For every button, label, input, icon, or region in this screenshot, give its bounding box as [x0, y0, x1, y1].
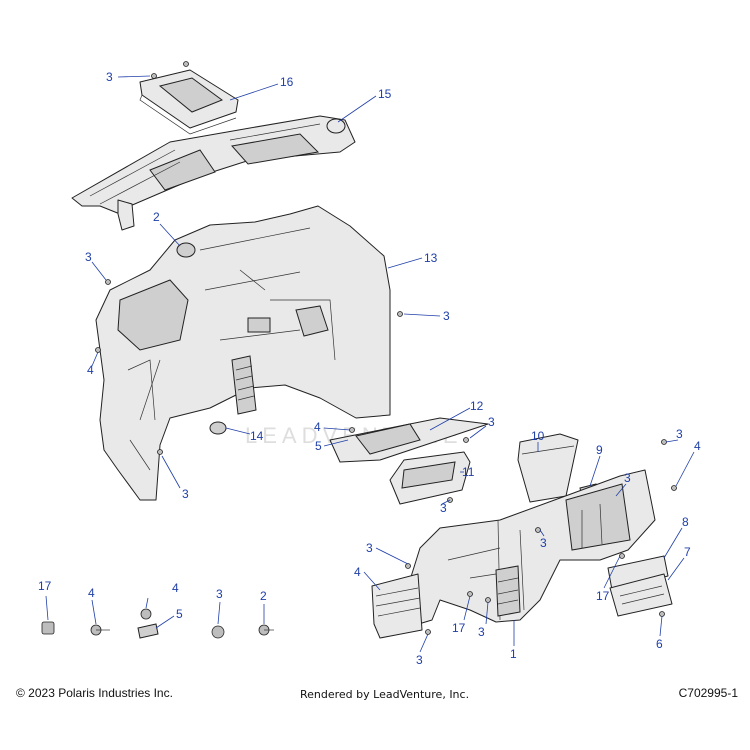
callout-17-right: 17 — [596, 589, 610, 603]
callout-3-left: 3 — [85, 250, 92, 264]
callout-3-mid-right: 3 — [488, 415, 495, 429]
part-10-storage-bin[interactable] — [517, 433, 579, 503]
callout-3-dash-low: 3 — [478, 625, 485, 639]
callout-8: 8 — [682, 515, 689, 529]
callout-3-bottom: 3 — [416, 653, 423, 667]
part-13-main-dash-panel[interactable] — [95, 205, 391, 501]
callout-10: 10 — [531, 429, 545, 443]
part-1-lower-dash-console[interactable] — [409, 469, 656, 627]
leader-lines — [45, 75, 695, 653]
callout-16: 16 — [280, 75, 294, 89]
part-15-upper-dash-rail[interactable] — [71, 115, 356, 231]
part-7-door-panel[interactable] — [609, 573, 673, 617]
part-12-lower-bracket[interactable] — [329, 417, 489, 463]
callout-3-dash-center: 3 — [540, 536, 547, 550]
callout-4-left: 4 — [87, 363, 94, 377]
callout-3-glovebox: 3 — [440, 501, 447, 515]
callout-3-legend: 3 — [216, 587, 223, 601]
callout-4-mid: 4 — [314, 420, 321, 434]
callout-4-far-right: 4 — [694, 439, 701, 453]
callout-4-legend: 4 — [88, 586, 95, 600]
diagram-code: C702995-1 — [678, 686, 738, 700]
callout-6: 6 — [656, 637, 663, 651]
callout-3-top-left: 3 — [106, 70, 113, 84]
callout-3-far-right: 3 — [676, 427, 683, 441]
legend-screw-4[interactable] — [90, 624, 110, 636]
part-4-side-bin[interactable] — [371, 573, 423, 639]
callout-12: 12 — [470, 399, 484, 413]
callout-1: 1 — [510, 647, 517, 661]
callout-3-right-upper: 3 — [443, 309, 450, 323]
part-8-door-frame[interactable] — [607, 555, 669, 591]
callout-17-legend: 17 — [38, 579, 52, 593]
callout-9: 9 — [596, 443, 603, 457]
callout-14: 14 — [250, 429, 264, 443]
callout-3-lower-left: 3 — [182, 487, 189, 501]
callout-4-legend-b: 4 — [172, 581, 179, 595]
legend-bolt-2[interactable] — [258, 624, 274, 636]
callout-4-dash-left: 4 — [354, 565, 361, 579]
part-16-top-cover[interactable] — [139, 69, 239, 135]
callout-5-mid: 5 — [315, 439, 322, 453]
callout-3-top-console: 3 — [624, 471, 631, 485]
part-14-grommet[interactable] — [209, 421, 227, 435]
callout-2-upper: 2 — [153, 210, 160, 224]
copyright-text: © 2023 Polaris Industries Inc. — [16, 686, 173, 700]
legend-clip-17[interactable] — [41, 621, 55, 635]
callout-13: 13 — [424, 251, 438, 265]
legend-screw-3[interactable] — [211, 625, 225, 639]
callout-3-dash-left: 3 — [366, 541, 373, 555]
part-2-upper-bracket[interactable] — [176, 242, 196, 258]
callout-7: 7 — [684, 545, 691, 559]
part-11-glove-box[interactable] — [389, 451, 471, 505]
callout-labels: 3 16 15 2 3 13 3 4 12 3 4 5 14 3 10 9 3 … — [38, 70, 701, 667]
legend-clip-4-5[interactable] — [137, 608, 159, 639]
callout-2-legend: 2 — [260, 589, 267, 603]
rendered-by-text: Rendered by LeadVenture, Inc. — [300, 688, 470, 701]
callout-11: 11 — [462, 465, 475, 479]
callout-5-legend: 5 — [176, 607, 183, 621]
callout-15: 15 — [378, 87, 392, 101]
callout-17-mid: 17 — [452, 621, 466, 635]
